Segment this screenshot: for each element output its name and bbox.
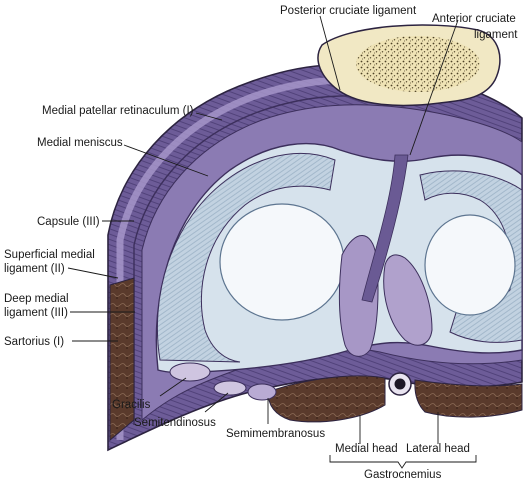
anatomy-illustration xyxy=(107,24,523,452)
semitendinosus-tendon xyxy=(213,380,247,396)
leader-posterior-cruciate xyxy=(319,15,341,91)
gastrocnemius-lateral-head-shape xyxy=(414,379,523,418)
medial-meniscus-shape xyxy=(157,152,336,363)
patella-cancellous xyxy=(356,36,480,92)
label-gracilis: Gracilis xyxy=(112,399,151,411)
gastrocnemius-medial-head-shape xyxy=(267,375,386,423)
label-superficial-medial-1: Superficial medial xyxy=(4,249,95,261)
gastrocnemius-bracket xyxy=(329,455,477,469)
label-sartorius: Sartorius (I) xyxy=(4,336,64,348)
leader-lines xyxy=(67,15,477,469)
label-deep-medial-2: ligament (III) xyxy=(4,307,68,319)
label-anterior-cruciate-1: Anterior cruciate xyxy=(432,13,516,25)
label-semimembranosus: Semimembranosus xyxy=(226,428,325,440)
leader-gracilis xyxy=(159,377,187,397)
label-posterior-cruciate: Posterior cruciate ligament xyxy=(280,5,417,17)
acl-shape xyxy=(383,254,433,346)
lateral-articular-surface xyxy=(424,214,516,316)
label-deep-medial-1: Deep medial xyxy=(4,293,69,305)
leader-superficial-medial xyxy=(67,267,119,279)
pcl-shape xyxy=(338,235,379,357)
sartorius-muscle-shape xyxy=(109,277,135,442)
leader-medial-patellar-retinaculum xyxy=(195,112,223,121)
gracilis-tendon xyxy=(169,362,211,382)
label-capsule: Capsule (III) xyxy=(37,216,100,228)
label-semitendinosus: Semitendinosus xyxy=(134,417,216,429)
label-superficial-medial-2: ligament (II) xyxy=(4,263,65,275)
label-medial-patellar-retinaculum: Medial patellar retinaculum (I) xyxy=(42,105,194,117)
leader-anterior-cruciate xyxy=(409,19,459,156)
label-lateral-head: Lateral head xyxy=(406,443,470,455)
popliteal-vessel-lumen xyxy=(394,378,406,390)
labels: Posterior cruciate ligament Anterior cru… xyxy=(4,5,518,481)
leader-semitendinosus xyxy=(204,392,229,413)
leader-medial-meniscus xyxy=(123,144,209,177)
cruciate-strand xyxy=(361,154,409,303)
medial-articular-surface xyxy=(219,203,345,321)
label-medial-meniscus: Medial meniscus xyxy=(37,137,123,149)
semimembranosus-tendon xyxy=(247,383,277,401)
label-anterior-cruciate-2: ligament xyxy=(474,29,518,41)
label-gastrocnemius: Gastrocnemius xyxy=(364,469,442,481)
label-medial-head: Medial head xyxy=(335,443,398,455)
